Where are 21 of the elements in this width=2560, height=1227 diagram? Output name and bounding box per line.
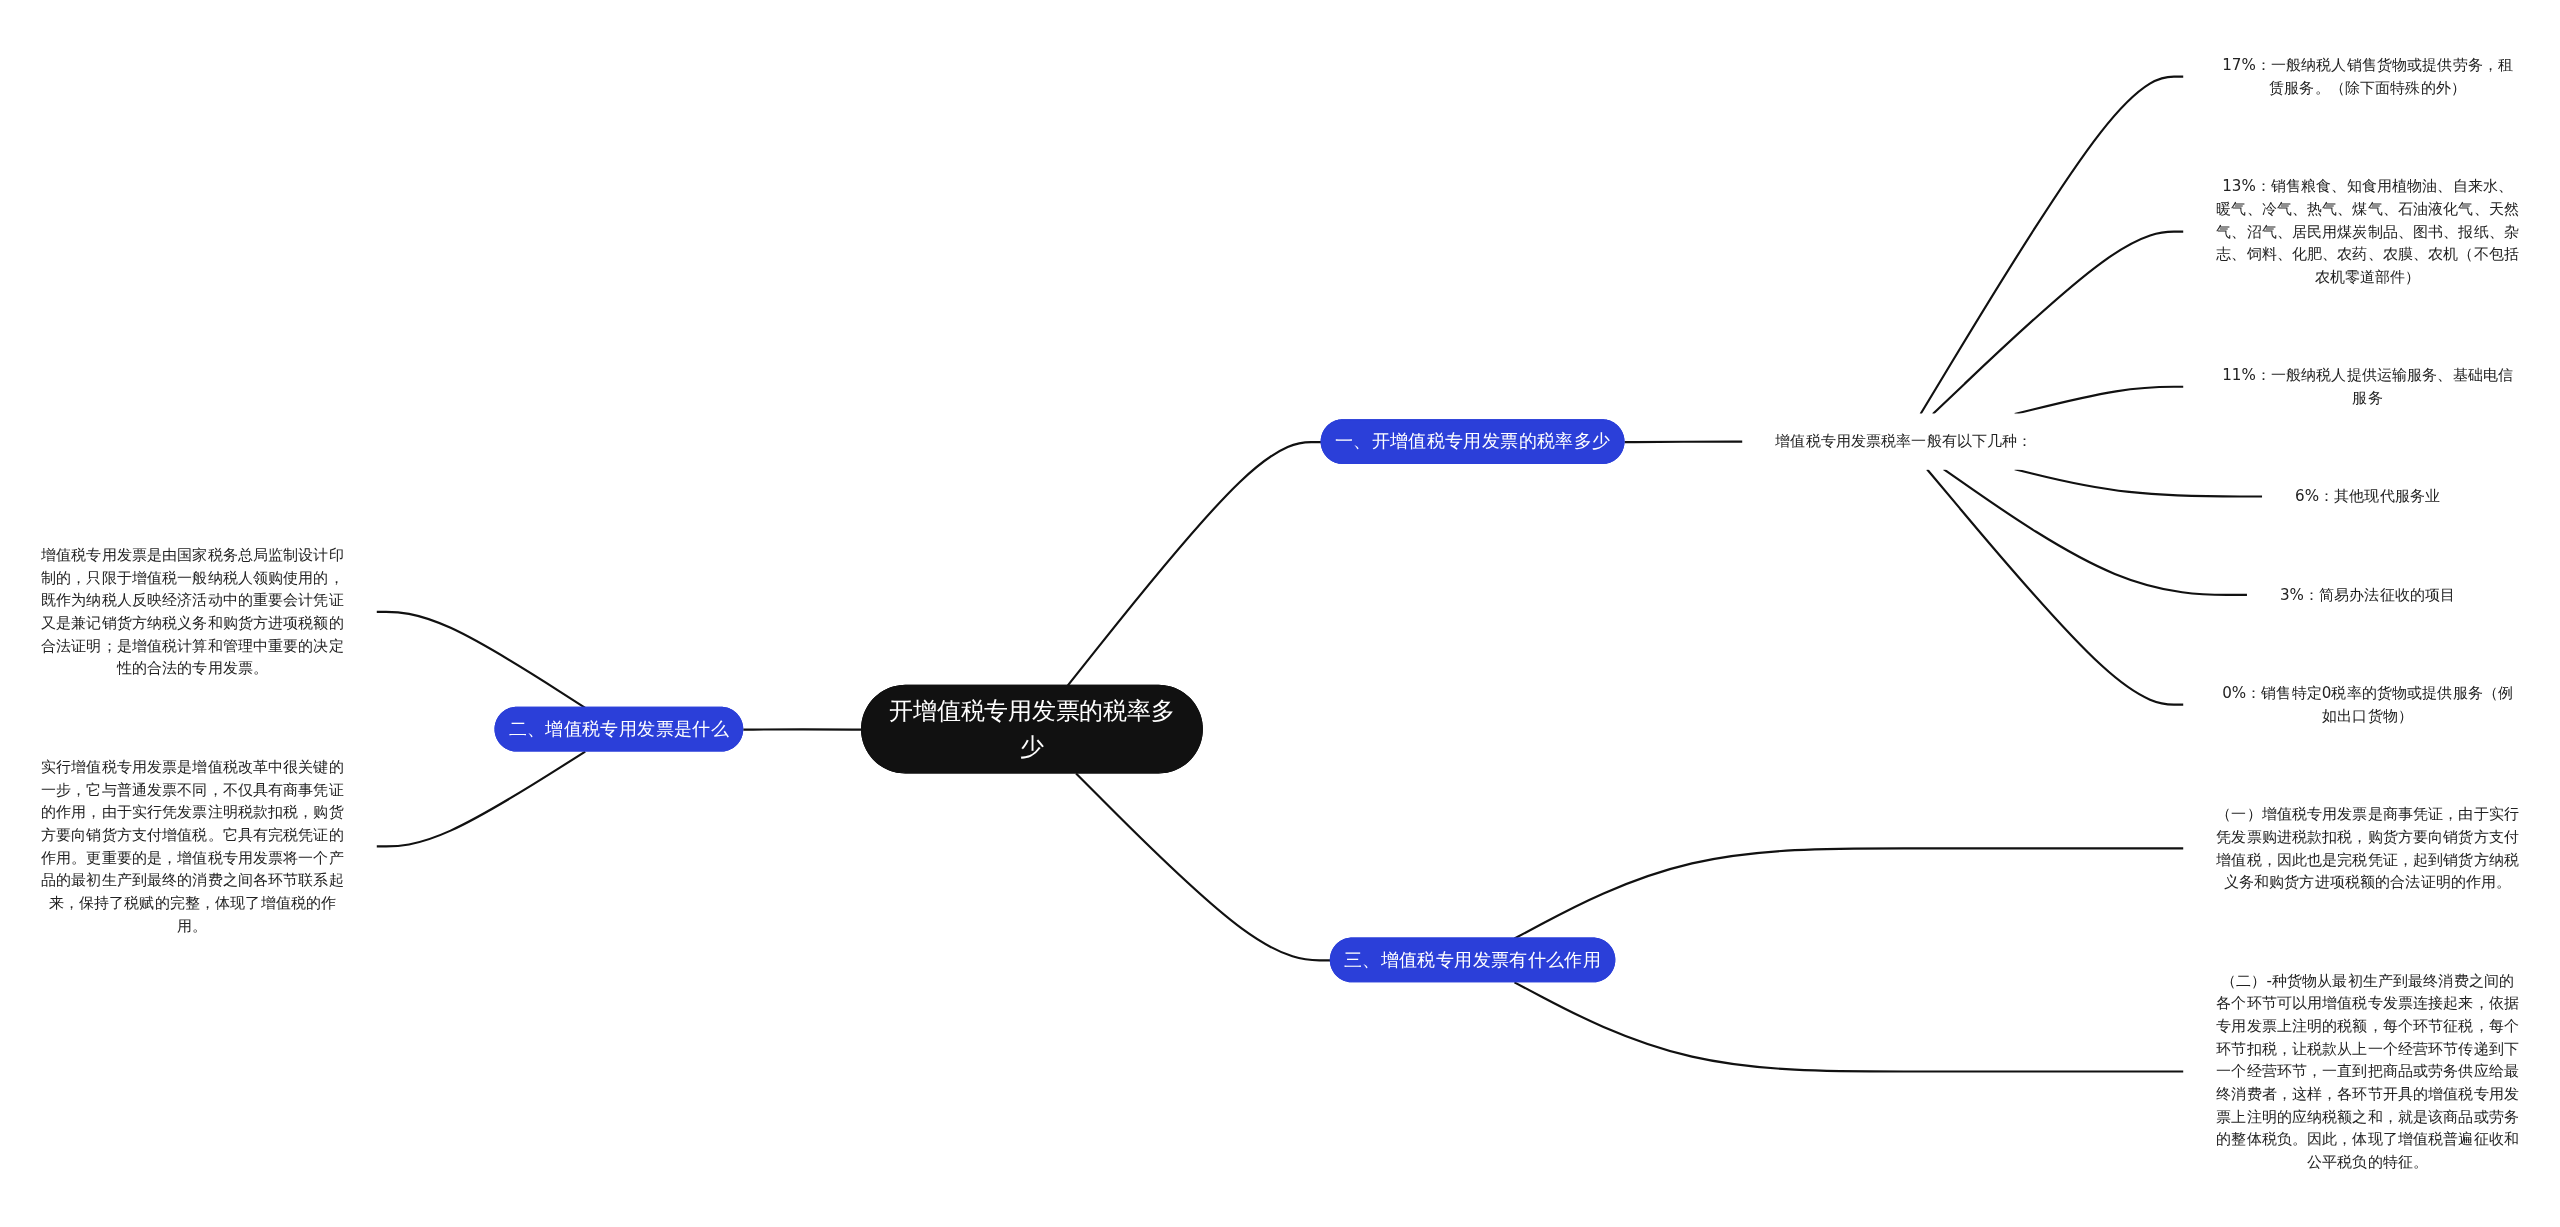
- node-text: 实行增值税专用发票是增值税改革中很关键的一步，它与普通发票不同，不仅具有商事凭证的作用，由于实行凭发票注明税款扣税，购货方要向销货方支付增值税。它具有完税凭证的作用。更重要的是，增值税专用发票将一个产品的最初生产到最终的消费之间各环节联系起来，保持了税赋的完整，体现了增值税的作用。: [41, 757, 344, 934]
- connector: [1513, 981, 2184, 1073]
- connector: [1066, 440, 1322, 687]
- node-text: 17%：一般纳税人销售货物或提供劳务，租赁服务。（除下面特殊的外）: [2222, 55, 2514, 96]
- node-text: （一）增值税专用发票是商事凭证，由于实行凭发票购进税款扣税，购货方要向销货方支付增值税，因此也是完税凭证，起到销货方纳税义务和购货方进项税额的合法证明的作用。: [2216, 804, 2519, 891]
- node-text: 增值税专用发票税率一般有以下几种：: [1775, 432, 2033, 450]
- node-text: 增值税专用发票是由国家税务总局监制设计印制的，只限于增值税一般纳税人领购使用的，既作为纳税人反映经济活动中的重要会计凭证又是兼记销货方纳税义务和购货方进项税额的合法证明；是增值税计算和管理中重要的决定性的合法的专用发票。: [41, 545, 344, 677]
- connector: [1624, 440, 1743, 443]
- node-text: 0%：销售特定0税率的货物或提供服务（例如出口货物）: [2222, 683, 2514, 724]
- connector: [1919, 75, 2184, 415]
- connector: [1926, 468, 2184, 706]
- node-text: 6%：其他现代服务业: [2295, 487, 2441, 505]
- connector: [376, 750, 586, 848]
- connector: [1932, 230, 2184, 415]
- node-text: 3%：简易办法征收的项目: [2279, 585, 2456, 603]
- node-text: （二）-种货物从最初生产到最终消费之间的各个环节可以用增值税专发票连接起来，依据专用发票上注明的税额，每个环节征税，每个环节扣税，让税款从上一个经营环节传递到下一个经营环节，一直到把商品或劳务供应给最终消费者，这样，各环节开具的增值税专用发票上注明的应纳税额之和，就是该商品或劳务的整体税负。因此，体现了增值税普遍征收和公平税负的特征。: [2216, 971, 2519, 1171]
- connector: [2014, 467, 2263, 498]
- node-text: 11%：一般纳税人提供运输服务、基础电信服务: [2222, 365, 2514, 406]
- connector: [1075, 772, 1331, 962]
- node-text: 13%：销售粮食、知食用植物油、自来水、暖气、冷气、热气、煤气、石油液化气、天然气、沼气、居民用煤炭制品、图书、报纸、杂志、饲料、化肥、农药、农膜、农机（不包括农机零道部件）: [2216, 176, 2519, 285]
- connector: [1942, 468, 2248, 596]
